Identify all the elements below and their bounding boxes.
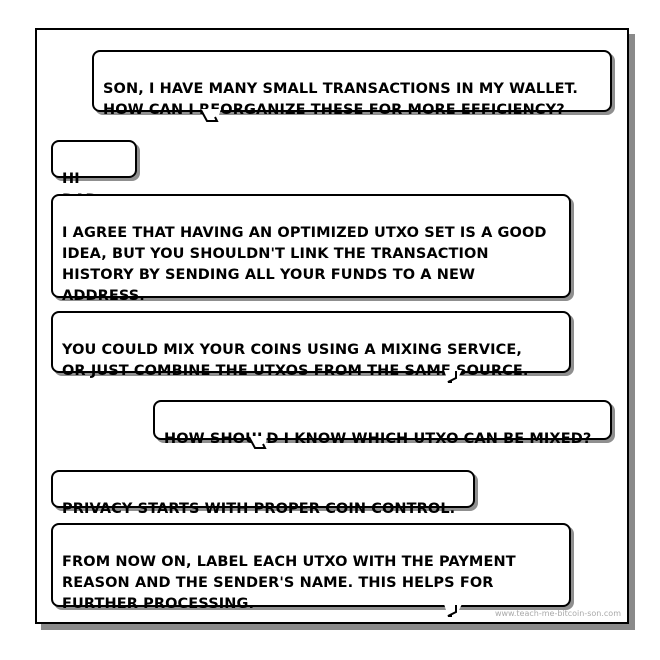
comic-panel: SON, I HAVE MANY SMALL TRANSACTIONS IN M…: [35, 28, 629, 624]
speech-bubble-dad-2: HOW SHOULD I KNOW WHICH UTXO CAN BE MIXE…: [153, 400, 612, 447]
speech-bubble-dad-1: SON, I HAVE MANY SMALL TRANSACTIONS IN M…: [92, 50, 612, 118]
speech-tail-icon: [247, 436, 269, 452]
speech-bubble-son-2: I AGREE THAT HAVING AN OPTIMIZED UTXO SE…: [51, 194, 571, 304]
speech-text: SON, I HAVE MANY SMALL TRANSACTIONS IN M…: [103, 81, 578, 118]
speech-tail-icon: [442, 604, 464, 620]
speech-bubble-son-1: HI DAD,: [51, 140, 137, 208]
watermark: www.teach-me-bitcoin-son.com: [494, 609, 621, 618]
speech-bubble-son-5: FROM NOW ON, LABEL EACH UTXO WITH THE PA…: [51, 523, 571, 612]
speech-bubble-son-4: PRIVACY STARTS WITH PROPER COIN CONTROL.: [51, 470, 475, 517]
speech-bubble-son-3: YOU COULD MIX YOUR COINS USING A MIXING …: [51, 311, 571, 379]
speech-text: HOW SHOULD I KNOW WHICH UTXO CAN BE MIXE…: [164, 431, 592, 447]
speech-text: I AGREE THAT HAVING AN OPTIMIZED UTXO SE…: [62, 225, 547, 304]
speech-text: YOU COULD MIX YOUR COINS USING A MIXING …: [62, 342, 529, 379]
speech-tail-icon: [199, 109, 221, 125]
speech-text: PRIVACY STARTS WITH PROPER COIN CONTROL.: [62, 501, 456, 517]
speech-tail-icon: [442, 370, 464, 386]
speech-text: FROM NOW ON, LABEL EACH UTXO WITH THE PA…: [62, 554, 516, 612]
